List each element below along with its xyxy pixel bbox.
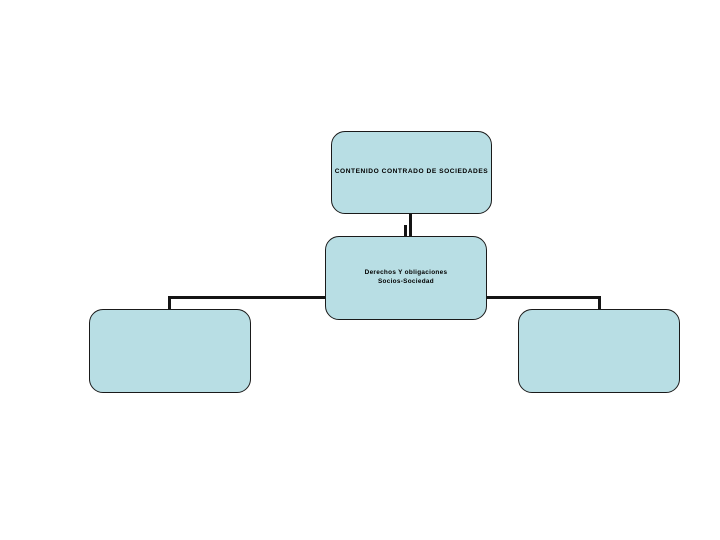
diagram-node-rights-obligations[interactable]: Derechos Y obligaciones Socios-Sociedad bbox=[325, 236, 487, 320]
connector-root-notch bbox=[404, 225, 407, 238]
connector-rights-to-right-vertical bbox=[598, 296, 601, 311]
diagram-node-root-label: CONTENIDO CONTRADO DE SOCIEDADES bbox=[334, 168, 489, 176]
connector-root-to-rights bbox=[409, 213, 412, 238]
diagram-node-rights-obligations-label: Derechos Y obligaciones Socios-Sociedad bbox=[364, 269, 448, 285]
connector-rights-to-left-vertical bbox=[168, 296, 171, 311]
diagram-node-left-empty[interactable] bbox=[89, 309, 251, 393]
diagram-node-root[interactable]: CONTENIDO CONTRADO DE SOCIEDADES bbox=[331, 131, 492, 214]
connector-rights-to-left-horizontal bbox=[168, 296, 328, 299]
diagram-node-right-empty[interactable] bbox=[518, 309, 680, 393]
connector-rights-to-right-horizontal bbox=[484, 296, 601, 299]
